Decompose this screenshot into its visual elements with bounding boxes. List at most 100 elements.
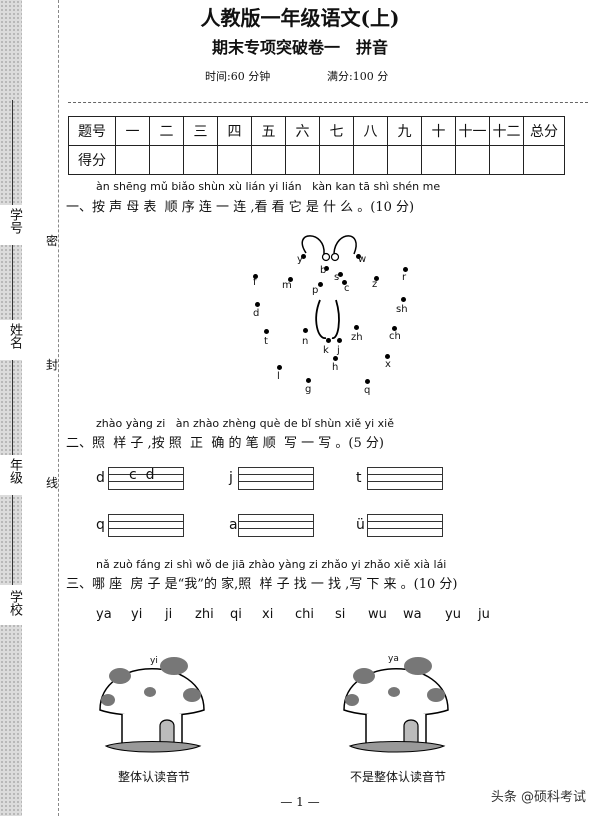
syllable: si xyxy=(335,607,346,622)
dot[interactable] xyxy=(288,277,293,282)
label-name: 姓名 xyxy=(7,323,22,349)
score-cell[interactable] xyxy=(285,145,320,175)
mushroom-house: ya xyxy=(336,640,456,758)
label-student-no: 学号 xyxy=(7,208,22,234)
dot[interactable] xyxy=(338,272,343,277)
dot[interactable] xyxy=(326,338,331,343)
dot-to-dot-puzzle: y w b s p c f m z r d sh t n zh ch k j l… xyxy=(246,230,421,415)
dot[interactable] xyxy=(253,274,258,279)
dot-label: y xyxy=(297,254,303,265)
writing-lines[interactable] xyxy=(238,514,314,537)
score-cell[interactable] xyxy=(421,145,456,175)
score-cell[interactable] xyxy=(217,145,252,175)
dot[interactable] xyxy=(342,280,347,285)
q2-instruction: 二、照 样 子 ,按 照 正 确 的 笔 顺 写 一 写 。(5 分) xyxy=(66,436,384,451)
syllable: qi xyxy=(230,607,242,622)
writing-lines[interactable] xyxy=(238,467,314,490)
dot[interactable] xyxy=(356,254,361,259)
total-cell[interactable] xyxy=(523,145,565,175)
dot-label: w xyxy=(358,254,367,265)
dot[interactable] xyxy=(365,379,370,384)
dot[interactable] xyxy=(392,326,397,331)
question-number: 一 xyxy=(115,116,150,146)
cut-line xyxy=(58,0,59,816)
syllable: xi xyxy=(262,607,274,622)
score-cell[interactable] xyxy=(149,145,184,175)
dot[interactable] xyxy=(401,297,406,302)
dot[interactable] xyxy=(318,282,323,287)
dot[interactable] xyxy=(333,356,338,361)
dot[interactable] xyxy=(277,365,282,370)
question-number: 六 xyxy=(285,116,320,146)
dot-label: b xyxy=(320,265,327,276)
strip-gap xyxy=(0,205,22,245)
dot-label: j xyxy=(337,345,340,356)
dot[interactable] xyxy=(255,302,260,307)
dot[interactable] xyxy=(337,338,342,343)
dot[interactable] xyxy=(324,266,329,271)
house-label: yi xyxy=(150,656,158,666)
dot-label: r xyxy=(402,272,407,283)
writing-lines[interactable] xyxy=(108,514,184,537)
page-subtitle: 期末专项突破卷一 拼音 xyxy=(211,38,388,57)
question-number: 九 xyxy=(387,116,422,146)
score-cell[interactable] xyxy=(251,145,286,175)
score-cell[interactable] xyxy=(115,145,150,175)
score-table: 题号 一 二 三 四 五 六 七 八 九 十 十一 十二 总分 得分 xyxy=(68,116,565,175)
dot[interactable] xyxy=(301,254,306,259)
score-cell[interactable] xyxy=(489,145,524,175)
page-number: — 1 — xyxy=(280,795,320,809)
writing-lines[interactable]: c d xyxy=(108,467,184,490)
dot[interactable] xyxy=(374,276,379,281)
score-cell[interactable] xyxy=(455,145,490,175)
q3-pinyin: nǎ zuò fáng zi shì wǒ de jiā zhào yàng z… xyxy=(96,558,447,571)
dot[interactable] xyxy=(385,354,390,359)
q1-pinyin: àn shēng mǔ biǎo shùn xù lián yi lián kà… xyxy=(96,180,441,193)
mushroom-house-illustration xyxy=(99,657,205,753)
dot[interactable] xyxy=(306,378,311,383)
q1-instruction: 一、按 声 母 表 顺 序 连 一 连 ,看 看 它 是 什 么 。(10 分) xyxy=(66,200,415,215)
house2-caption: 不是整体认读音节 xyxy=(350,770,447,784)
dot-label: sh xyxy=(396,304,408,315)
dot-label: zh xyxy=(351,332,363,343)
score-cell[interactable] xyxy=(183,145,218,175)
example-writing: c d xyxy=(129,467,155,483)
writing-lines[interactable] xyxy=(367,467,443,490)
dot-label: d xyxy=(253,308,260,319)
dot[interactable] xyxy=(264,329,269,334)
score-cell[interactable] xyxy=(319,145,354,175)
dot[interactable] xyxy=(354,325,359,330)
label-grade: 年级 xyxy=(7,458,22,484)
label-school: 学校 xyxy=(7,590,22,616)
syllable: wu xyxy=(368,607,387,622)
dot[interactable] xyxy=(303,328,308,333)
syllable: zhi xyxy=(195,607,214,622)
dot[interactable] xyxy=(403,267,408,272)
header-divider xyxy=(68,102,588,103)
dot-label: s xyxy=(334,272,340,283)
question-number: 二 xyxy=(149,116,184,146)
page-title: 人教版一年级语文(上) xyxy=(200,6,400,30)
score-cell[interactable] xyxy=(387,145,422,175)
letter-prompt: ü xyxy=(356,517,365,533)
fill-line xyxy=(12,245,13,320)
writing-lines[interactable] xyxy=(367,514,443,537)
dot-label: z xyxy=(372,279,378,290)
dot-label: t xyxy=(264,336,268,347)
q2-pinyin: zhào yàng zi àn zhào zhèng què de bǐ shù… xyxy=(96,417,394,430)
house1-caption: 整体认读音节 xyxy=(118,770,191,784)
dot-label: x xyxy=(385,359,391,370)
fill-line xyxy=(12,360,13,455)
letter-prompt: a xyxy=(229,517,238,533)
score-cell[interactable] xyxy=(353,145,388,175)
strip-gap xyxy=(0,320,22,360)
syllable: wa xyxy=(403,607,422,622)
dot-label: ch xyxy=(389,331,401,342)
question-number: 八 xyxy=(353,116,388,146)
house-label: ya xyxy=(388,654,399,664)
syllable: yi xyxy=(131,607,143,622)
question-number: 十一 xyxy=(455,116,490,146)
question-number: 五 xyxy=(251,116,286,146)
letter-prompt: j xyxy=(229,470,233,486)
butterfly-outline xyxy=(301,235,357,339)
